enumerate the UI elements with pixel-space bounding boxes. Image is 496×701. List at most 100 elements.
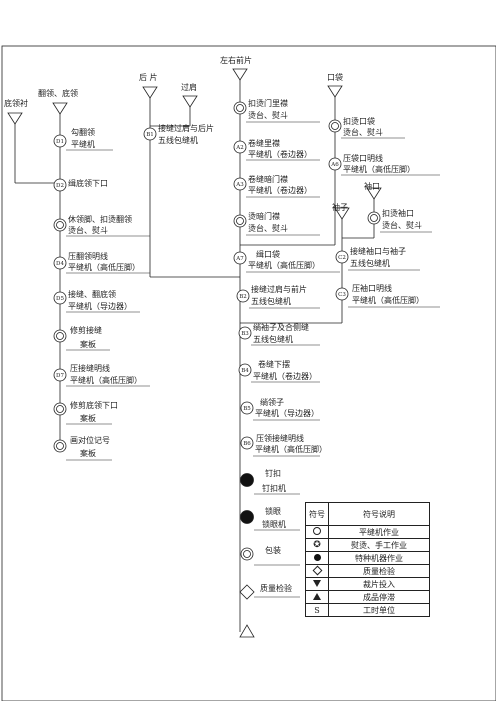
- op-code-d1: D1: [56, 139, 64, 145]
- cut-label-fan-ling: 翻领、底领: [38, 88, 78, 98]
- op-code-d4: D4: [56, 261, 64, 267]
- main-op-machine-5: 平缝机（高低压脚）: [255, 444, 327, 454]
- cut-label-front: 左右前片: [220, 55, 252, 65]
- legend-table: 符号 符号说明 平缝机作业 ✪ 熨烫、手工作业 特种机器作业 质量检验 裁片投入…: [305, 502, 430, 626]
- op-code-a6: A6: [330, 162, 339, 168]
- main-op-name-5: 压领接缝明线: [256, 433, 304, 443]
- final-op-machine-1: 钉扣机: [262, 483, 286, 493]
- finished-goods-icon: [239, 624, 255, 638]
- cut-input-sleeve-icon: [334, 207, 350, 220]
- left-op-name-9: 画对位记号: [70, 435, 110, 445]
- main-op-machine-1: 五线包缝机: [251, 296, 291, 306]
- left-op-nodes: [53, 134, 67, 453]
- pocket-op-node-a6: [328, 157, 342, 171]
- left-op-name-1: 勾翻领: [71, 127, 95, 137]
- front-op-name-5: 缉口袋: [256, 249, 280, 259]
- front-op-node-a7: [233, 251, 247, 265]
- main-op-name-4: 绱领子: [260, 397, 284, 407]
- op-code-d5: D5: [56, 296, 64, 302]
- final-op-node-inspection: [239, 584, 255, 600]
- cuff-op-machine-2: 五线包缝机: [350, 258, 390, 268]
- cuff-op-name-3: 压袖口明线: [352, 283, 392, 293]
- left-op-machine-5: 平缝机（导边器）: [68, 301, 132, 311]
- final-op-name-4: 质量检验: [260, 583, 292, 593]
- op-code-b3: B3: [241, 331, 249, 337]
- page-frame: [1, 45, 496, 701]
- main-op-machine-4: 平缝机（导边器）: [255, 408, 319, 418]
- cuff-op-name-1: 扣烫袖口: [382, 208, 414, 218]
- front-op-machine-4: 烫台、熨斗: [248, 223, 288, 233]
- op-code-b1: B1: [146, 132, 154, 138]
- op-code-a2: A2: [235, 145, 243, 151]
- front-op-machine-1: 烫台、熨斗: [248, 110, 288, 120]
- main-op-node-b4: [238, 363, 252, 377]
- cut-label-hou-pian: 后 片: [139, 72, 158, 82]
- main-op-node-b6: [240, 436, 254, 450]
- b1-name: 接缝过肩与后片: [158, 123, 214, 133]
- op-code-b4: B4: [241, 368, 249, 374]
- legend-dot-icon: [305, 551, 329, 565]
- final-op-node-buttonhole: [240, 510, 254, 524]
- op-code-c3: C3: [338, 292, 346, 298]
- op-code-a3: A3: [235, 182, 244, 188]
- legend-desc-4: 质量检验: [328, 564, 430, 578]
- front-op-name-2: 卷缝里襟: [248, 138, 280, 148]
- pocket-op-machine-1: 烫台、熨斗: [343, 127, 383, 137]
- cut-input-guo-jian-icon: [182, 95, 198, 108]
- front-op-machine-2: 平缝机（卷边器）: [248, 149, 312, 159]
- legend-desc-5: 裁片投入: [328, 577, 430, 591]
- front-op-name-1: 扣烫门里襟: [248, 98, 288, 108]
- pocket-op-machine-2: 平缝机（高低压脚）: [343, 164, 415, 174]
- main-op-name-1: 接缝过肩与前片: [251, 284, 307, 294]
- cuff-op-machine-1: 烫台、熨斗: [382, 220, 422, 230]
- legend-s-symbol: S: [305, 603, 329, 617]
- cut-label-cuff: 袖口: [364, 181, 380, 191]
- left-op-name-7: 压接缝明线: [70, 363, 110, 373]
- main-op-name-2: 绱袖子及合侧缝: [253, 322, 309, 332]
- left-op-name-2: 缉底领下口: [68, 178, 108, 188]
- op-code-a7: A7: [235, 256, 244, 262]
- left-op-name-5: 接缝、翻底领: [68, 289, 116, 299]
- cut-label-di-chen: 底领衬: [4, 98, 28, 108]
- main-op-node-b3: [238, 326, 252, 340]
- front-op-name-3: 卷缝暗门襟: [248, 174, 288, 184]
- final-op-node-button: [240, 473, 254, 487]
- front-op-machine-3: 平缝机（卷边器）: [248, 185, 312, 195]
- legend-circle-icon: [305, 525, 329, 539]
- op-code-c2: C2: [338, 255, 346, 261]
- cuff-op-node-c3: [335, 287, 349, 301]
- main-op-machine-2: 五线包缝机: [253, 334, 293, 344]
- left-op-name-8: 修剪底领下口: [70, 400, 118, 410]
- legend-desc-1: 平缝机作业: [328, 525, 430, 539]
- front-op-name-4: 烫暗门襟: [248, 211, 280, 221]
- legend-desc-3: 特种机器作业: [328, 551, 430, 565]
- cut-label-sleeve: 袖子: [332, 202, 348, 212]
- pocket-op-name-1: 扣烫口袋: [343, 116, 375, 126]
- front-op-node-a3: [233, 177, 247, 191]
- b1-machine: 五线包缝机: [158, 135, 198, 145]
- legend-diamond-icon: [305, 564, 329, 578]
- cut-label-guo-jian: 过肩: [181, 82, 197, 92]
- legend-desc-2: 熨烫、手工作业: [328, 538, 430, 552]
- cut-label-pocket: 口袋: [327, 72, 343, 82]
- legend-desc-7: 工时单位: [328, 603, 430, 617]
- left-op-machine-8: 案板: [80, 413, 96, 423]
- op-code-b5: B5: [243, 406, 251, 412]
- cut-input-cuff-icon: [366, 187, 382, 200]
- main-op-node-b5: [240, 401, 254, 415]
- op-code-b6: B6: [243, 441, 251, 447]
- cuff-op-name-2: 接缝袖口与袖子: [350, 246, 406, 256]
- legend-tri-up-icon: [305, 590, 329, 604]
- front-op-node-a2: [233, 140, 247, 154]
- left-op-name-6: 修剪接缝: [70, 325, 102, 335]
- legend-desc-6: 成品停滞: [328, 590, 430, 604]
- final-op-name-3: 包装: [265, 545, 281, 555]
- legend-header-symbol: 符号: [305, 502, 329, 526]
- left-op-name-3: 休领脚、扣烫翻领: [68, 214, 132, 224]
- final-op-name-1: 钉扣: [265, 468, 281, 478]
- op-code-b2: B2: [239, 294, 247, 300]
- left-op-machine-1: 平缝机: [71, 139, 95, 149]
- left-op-machine-3: 烫台、熨斗: [68, 225, 108, 235]
- pocket-op-name-2: 压袋口明线: [343, 153, 383, 163]
